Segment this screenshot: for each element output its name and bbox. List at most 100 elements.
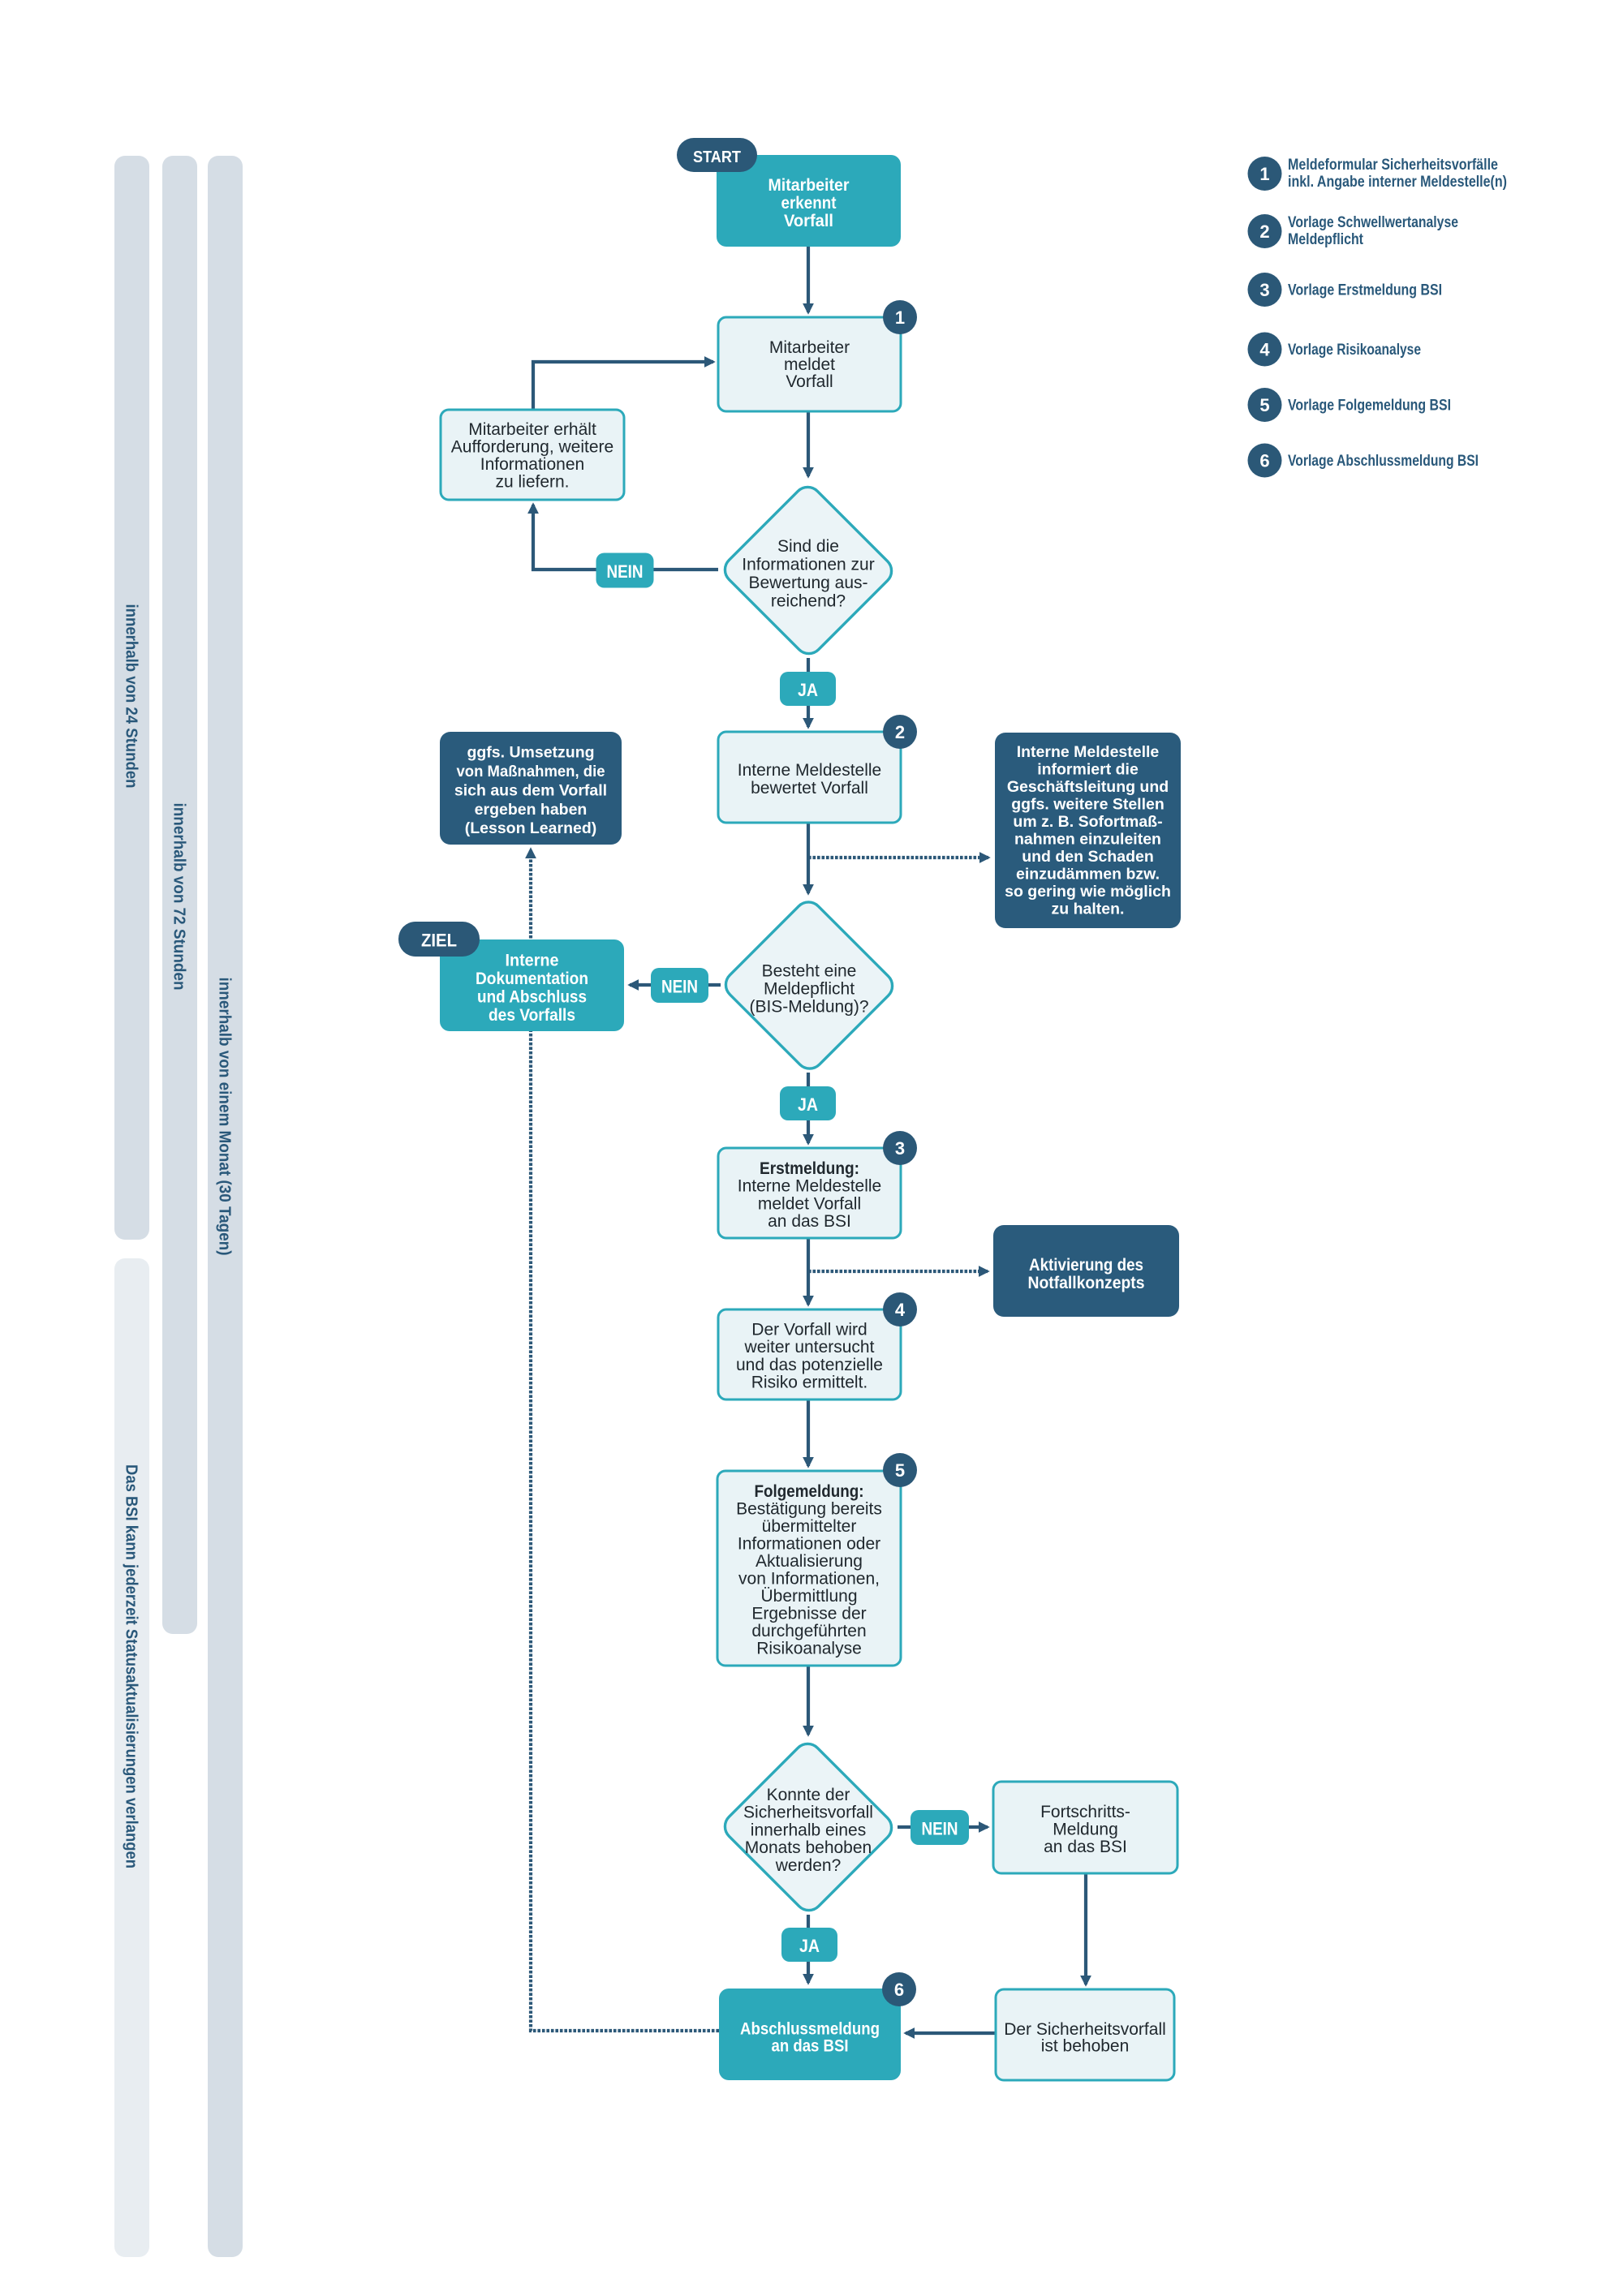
svg-text:innerhalb eines: innerhalb eines [751, 1821, 866, 1840]
svg-text:6: 6 [1259, 451, 1269, 471]
svg-text:werden?: werden? [775, 1856, 842, 1875]
svg-text:Vorlage Abschlussmeldung BSI: Vorlage Abschlussmeldung BSI [1288, 453, 1479, 470]
svg-text:bewertet Vorfall: bewertet Vorfall [751, 779, 868, 798]
svg-text:Fortschritts-: Fortschritts- [1040, 1803, 1130, 1821]
svg-text:weiter untersucht: weiter untersucht [744, 1338, 875, 1357]
svg-text:innerhalb von 72 Stunden: innerhalb von 72 Stunden [170, 803, 188, 991]
svg-text:Informationen: Informationen [480, 455, 584, 474]
svg-text:Vorlage Schwellwertanalyse: Vorlage Schwellwertanalyse [1288, 214, 1458, 231]
svg-text:Notfallkonzepts: Notfallkonzepts [1028, 1274, 1145, 1292]
svg-text:Der Sicherheitsvorfall: Der Sicherheitsvorfall [1004, 2020, 1166, 2039]
svg-text:2: 2 [1259, 221, 1269, 242]
svg-text:Monats behoben: Monats behoben [745, 1838, 872, 1857]
svg-text:Risiko ermittelt.: Risiko ermittelt. [751, 1374, 868, 1392]
svg-text:4: 4 [1259, 340, 1270, 360]
svg-text:Aufforderung, weitere: Aufforderung, weitere [451, 438, 613, 457]
svg-text:zu liefern.: zu liefern. [495, 473, 569, 492]
svg-text:meldet: meldet [784, 355, 835, 374]
svg-text:von Informationen,: von Informationen, [738, 1570, 880, 1589]
svg-text:Meldung: Meldung [1053, 1821, 1118, 1839]
svg-text:5: 5 [895, 1460, 905, 1481]
svg-text:NEIN: NEIN [607, 561, 644, 582]
svg-text:Interne Meldestelle: Interne Meldestelle [738, 1177, 881, 1196]
svg-text:innerhalb von 24 Stunden: innerhalb von 24 Stunden [123, 604, 140, 789]
svg-text:Dokumentation: Dokumentation [476, 970, 588, 988]
svg-text:JA: JA [798, 680, 818, 700]
svg-text:Meldepflicht: Meldepflicht [764, 980, 855, 999]
svg-text:Der Vorfall wird: Der Vorfall wird [751, 1321, 867, 1339]
svg-text:JA: JA [799, 1936, 820, 1956]
svg-text:5: 5 [1259, 395, 1269, 415]
svg-text:2: 2 [895, 722, 905, 742]
svg-text:JA: JA [798, 1094, 818, 1115]
svg-text:zu halten.: zu halten. [1052, 901, 1125, 918]
svg-text:von Maßnahmen, die: von Maßnahmen, die [457, 763, 605, 780]
svg-text:Mitarbeiter: Mitarbeiter [768, 176, 850, 195]
svg-text:nahmen einzuleiten: nahmen einzuleiten [1014, 831, 1161, 849]
svg-text:Folgemeldung:: Folgemeldung: [755, 1482, 864, 1501]
svg-text:an das BSI: an das BSI [772, 2037, 849, 2056]
svg-text:ggfs. Umsetzung: ggfs. Umsetzung [467, 744, 594, 762]
svg-text:um z. B. Sofortmaß-: um z. B. Sofortmaß- [1013, 813, 1162, 831]
svg-text:Vorlage Folgemeldung BSI: Vorlage Folgemeldung BSI [1288, 398, 1451, 415]
svg-text:Aktivierung des: Aktivierung des [1029, 1256, 1143, 1275]
svg-text:Meldepflicht: Meldepflicht [1288, 231, 1364, 248]
svg-text:3: 3 [895, 1138, 905, 1159]
svg-text:so gering wie möglich: so gering wie möglich [1005, 883, 1171, 901]
svg-text:Erstmeldung:: Erstmeldung: [760, 1159, 859, 1178]
svg-text:Bewertung aus-: Bewertung aus- [748, 574, 867, 592]
svg-text:einzudämmen bzw.: einzudämmen bzw. [1016, 866, 1160, 884]
svg-text:4: 4 [895, 1300, 906, 1320]
svg-text:informiert die: informiert die [1037, 761, 1139, 779]
svg-text:durchgeführten: durchgeführten [751, 1622, 866, 1640]
svg-text:Konnte der: Konnte der [767, 1786, 850, 1804]
svg-text:ZIEL: ZIEL [421, 931, 457, 951]
svg-text:1: 1 [895, 307, 905, 328]
svg-text:an das BSI: an das BSI [768, 1212, 851, 1231]
svg-text:Mitarbeiter: Mitarbeiter [769, 338, 850, 357]
svg-text:Interne Meldestelle: Interne Meldestelle [1017, 743, 1160, 761]
svg-text:Ergebnisse der: Ergebnisse der [751, 1605, 866, 1623]
svg-text:Mitarbeiter erhält: Mitarbeiter erhält [468, 420, 596, 439]
svg-text:innerhalb von einem Monat (30: innerhalb von einem Monat (30 Tagen) [216, 978, 234, 1256]
svg-text:Übermittlung: Übermittlung [760, 1587, 857, 1606]
svg-text:NEIN: NEIN [661, 977, 698, 997]
svg-text:Bestätigung bereits: Bestätigung bereits [736, 1500, 882, 1519]
svg-text:Sind die: Sind die [777, 537, 839, 556]
svg-text:NEIN: NEIN [922, 1819, 958, 1839]
svg-text:und den Schaden: und den Schaden [1022, 848, 1154, 866]
svg-text:ergeben haben: ergeben haben [475, 801, 588, 819]
svg-text:Vorlage Risikoanalyse: Vorlage Risikoanalyse [1288, 342, 1421, 359]
svg-text:6: 6 [894, 1980, 904, 2000]
svg-text:erkennt: erkennt [781, 194, 837, 213]
svg-text:Interne: Interne [506, 952, 559, 970]
svg-text:und das potenzielle: und das potenzielle [736, 1356, 883, 1374]
svg-text:Risikoanalyse: Risikoanalyse [756, 1640, 862, 1658]
svg-text:Interne Meldestelle: Interne Meldestelle [738, 761, 881, 780]
svg-text:Vorlage Erstmeldung BSI: Vorlage Erstmeldung BSI [1288, 282, 1442, 299]
svg-text:3: 3 [1259, 280, 1269, 300]
svg-text:Geschäftsleitung und: Geschäftsleitung und [1007, 778, 1169, 796]
svg-text:ist behoben: ist behoben [1041, 2037, 1130, 2056]
svg-text:ggfs. weitere Stellen: ggfs. weitere Stellen [1011, 796, 1165, 814]
svg-text:Besteht eine: Besteht eine [762, 962, 857, 981]
svg-text:Aktualisierung: Aktualisierung [756, 1552, 863, 1571]
svg-text:an das BSI: an das BSI [1044, 1838, 1127, 1856]
svg-text:Informationen oder: Informationen oder [738, 1535, 880, 1554]
svg-text:Informationen zur: Informationen zur [742, 556, 874, 574]
svg-text:meldet Vorfall: meldet Vorfall [758, 1195, 861, 1214]
svg-text:sich aus dem Vorfall: sich aus dem Vorfall [454, 781, 607, 799]
svg-text:Sicherheitsvorfall: Sicherheitsvorfall [743, 1804, 873, 1822]
svg-text:inkl. Angabe interner Meldeste: inkl. Angabe interner Meldestelle(n) [1288, 174, 1507, 191]
svg-text:übermittelter: übermittelter [762, 1517, 857, 1536]
svg-text:(Lesson Learned): (Lesson Learned) [465, 819, 597, 837]
svg-text:Vorfall: Vorfall [786, 372, 833, 391]
svg-text:reichend?: reichend? [771, 592, 846, 611]
svg-text:Vorfall: Vorfall [784, 212, 833, 230]
svg-text:Meldeformular Sicherheitsvorfä: Meldeformular Sicherheitsvorfälle [1288, 157, 1498, 174]
svg-text:1: 1 [1259, 164, 1269, 184]
svg-text:(BIS-Meldung)?: (BIS-Meldung)? [749, 998, 868, 1017]
svg-text:des Vorfalls: des Vorfalls [489, 1006, 575, 1025]
svg-text:Abschlussmeldung: Abschlussmeldung [740, 2020, 880, 2039]
svg-text:und Abschluss: und Abschluss [477, 988, 587, 1007]
